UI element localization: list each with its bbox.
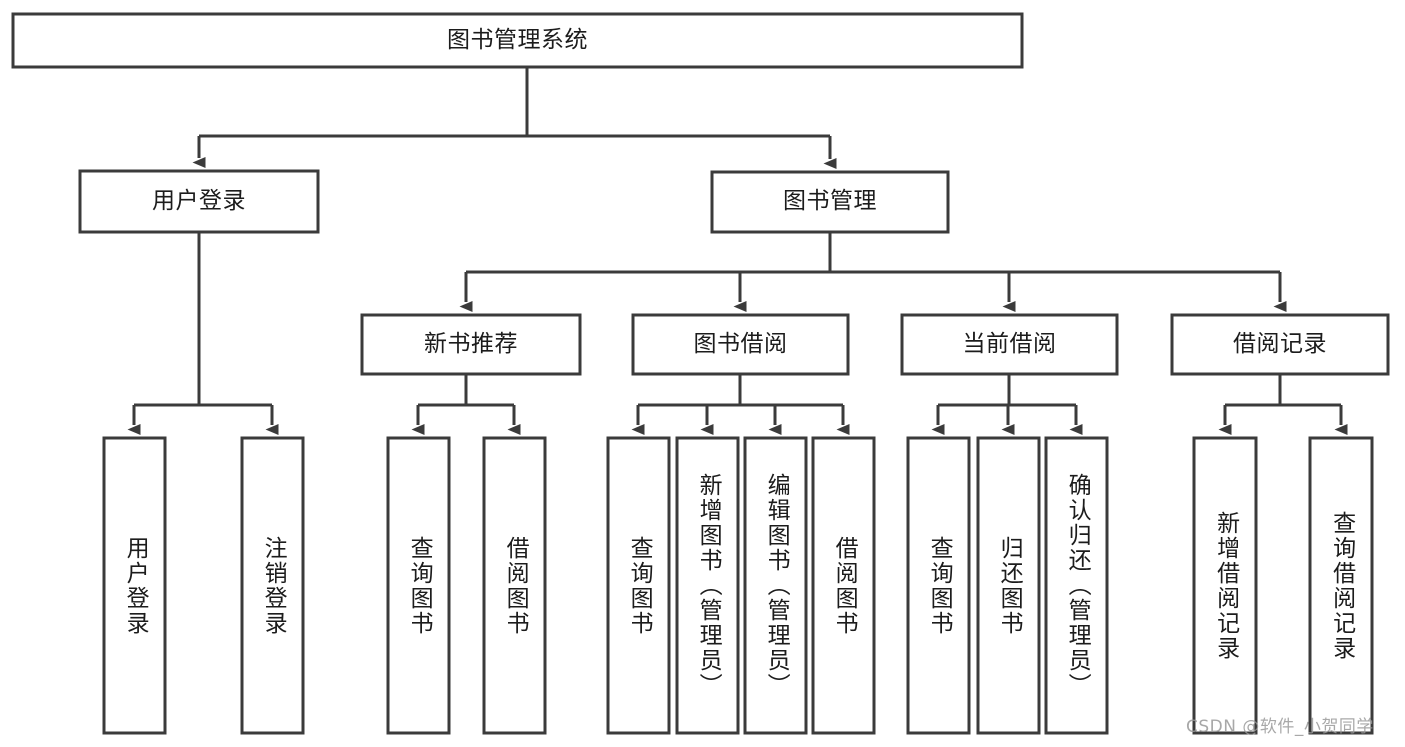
node-rect-leaf-2[interactable]	[386, 436, 451, 735]
node-rect-leaf-8[interactable]	[906, 436, 971, 735]
node-rect-leaf-5[interactable]	[675, 436, 740, 735]
node-rect-user-login[interactable]	[78, 169, 320, 234]
node-rect-leaf-4[interactable]	[606, 436, 671, 735]
node-rect-leaf-10[interactable]	[1044, 436, 1109, 735]
node-rect-leaf-11[interactable]	[1192, 436, 1258, 735]
node-rect-leaf-6[interactable]	[743, 436, 808, 735]
node-rect-leaf-7[interactable]	[811, 436, 876, 735]
node-rect-book-management[interactable]	[710, 170, 950, 234]
node-rect-leaf-9[interactable]	[976, 436, 1041, 735]
node-rect-new-book-recommend[interactable]	[360, 313, 582, 376]
watermark-text: CSDN @软件_小贺同学	[1186, 717, 1374, 737]
node-rect-current-borrow[interactable]	[900, 313, 1119, 376]
node-rect-leaf-3[interactable]	[482, 436, 547, 735]
node-rect-borrow-record[interactable]	[1170, 313, 1390, 376]
node-rect-book-borrow[interactable]	[631, 313, 850, 376]
node-rect-leaf-1[interactable]	[240, 436, 305, 735]
node-rect-leaf-0[interactable]	[102, 436, 167, 735]
node-rect-root[interactable]	[11, 12, 1024, 69]
node-rect-leaf-12[interactable]	[1308, 436, 1374, 735]
